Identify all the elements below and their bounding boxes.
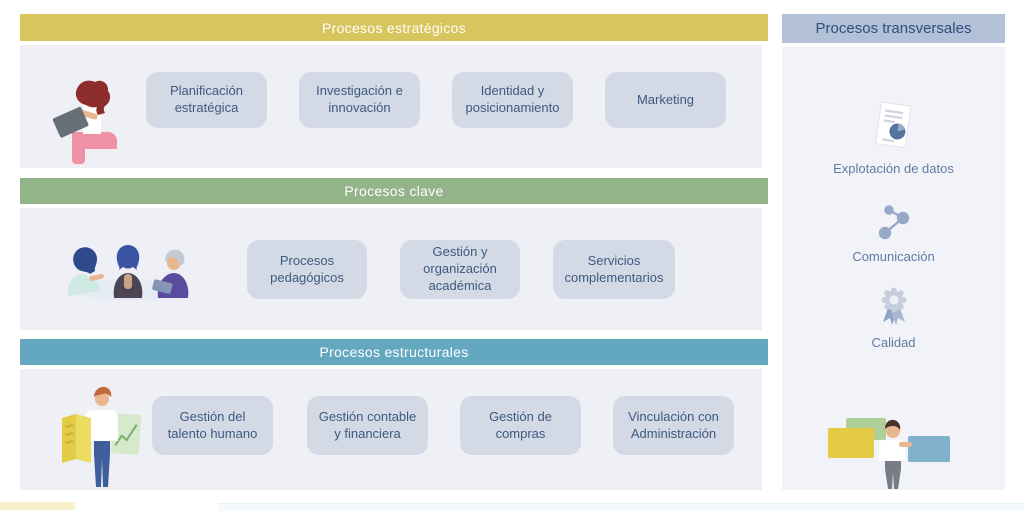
- process-box: Investigación e innovación: [299, 72, 420, 128]
- sidebar-item-label: Comunicación: [852, 249, 935, 264]
- sidebar-header-transversales: Procesos transversales: [782, 14, 1005, 43]
- sidebar-item-label: Explotación de datos: [833, 161, 954, 176]
- process-box: Marketing: [605, 72, 726, 128]
- process-box: Gestión del talento humano: [152, 396, 273, 455]
- sidebar-item-explotacion: Explotación de datos: [782, 100, 1005, 176]
- woman-working-on-laptop-illustration: [52, 80, 117, 164]
- document-pie-chart-icon: [874, 101, 911, 149]
- people-meeting-illustration: [67, 245, 189, 301]
- process-box: Planificación estratégica: [146, 72, 267, 128]
- cutoff-teal-bar: [218, 503, 1024, 511]
- band-header-estructurales: Procesos estructurales: [20, 339, 768, 365]
- process-box: Servicios complementarios: [553, 240, 675, 299]
- band-header-clave: Procesos clave: [20, 178, 768, 204]
- cutoff-yellow-block: [0, 502, 75, 510]
- person-presenting-cards-illustration: [828, 418, 950, 489]
- sidebar-item-label: Calidad: [871, 335, 916, 350]
- process-box: Gestión y organización académica: [400, 240, 520, 299]
- process-box: Procesos pedagógicos: [247, 240, 367, 299]
- process-box: Identidad y posicionamiento: [452, 72, 573, 128]
- process-box: Vinculación con Administración: [613, 396, 734, 455]
- sidebar-item-comunicacion: Comunicación: [782, 204, 1005, 264]
- process-box: Gestión de compras: [460, 396, 581, 455]
- sidebar-item-calidad: Calidad: [782, 286, 1005, 350]
- share-network-icon: [878, 205, 909, 240]
- man-holding-documents-illustration: [62, 386, 142, 487]
- process-box: Gestión contable y financiera: [307, 396, 428, 455]
- award-ribbon-icon: [881, 287, 906, 325]
- band-header-estrategicos: Procesos estratégicos: [20, 14, 768, 41]
